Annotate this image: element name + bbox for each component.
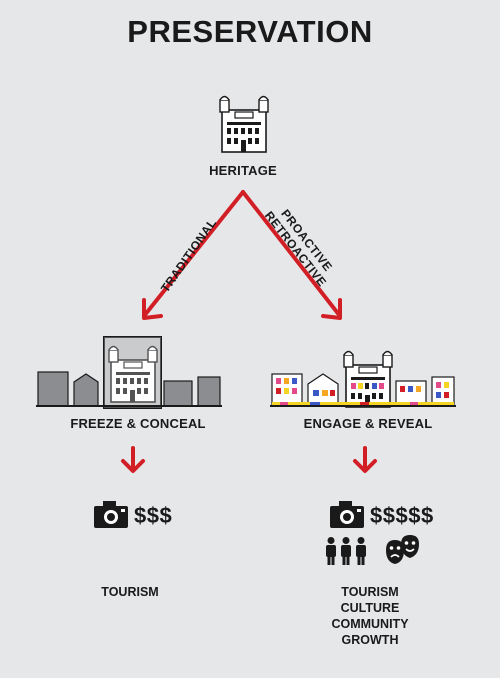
camera-icon <box>330 501 364 528</box>
page-title: PRESERVATION <box>127 14 373 49</box>
heritage-label: HERITAGE <box>209 163 277 178</box>
right-outcomes: TOURISM CULTURE COMMUNITY GROWTH <box>318 584 422 648</box>
branch-arrows <box>142 190 342 320</box>
outcome-item: GROWTH <box>341 633 399 647</box>
left-outcomes: TOURISM <box>80 584 180 600</box>
outcome-item: CULTURE <box>340 601 400 615</box>
outcome-item: TOURISM <box>341 585 399 599</box>
theatre-masks-icon <box>386 535 419 564</box>
freeze-conceal-label: FREEZE & CONCEAL <box>70 416 206 431</box>
freeze-conceal-scene <box>36 336 222 409</box>
left-down-arrow <box>121 446 145 473</box>
engage-reveal-label: ENGAGE & REVEAL <box>303 416 433 431</box>
right-money: $$$$$ <box>370 503 434 528</box>
heritage-building-icon <box>219 95 269 153</box>
engage-reveal-scene <box>270 350 456 408</box>
camera-icon <box>94 501 128 528</box>
left-money: $$$ <box>134 503 173 528</box>
right-down-arrow <box>353 446 377 473</box>
outcome-item: COMMUNITY <box>331 617 409 631</box>
people-icon <box>326 537 366 565</box>
outcome-item: TOURISM <box>101 585 159 599</box>
